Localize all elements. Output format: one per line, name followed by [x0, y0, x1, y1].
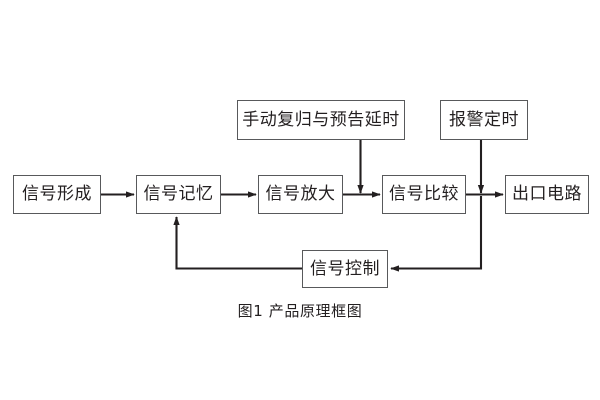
node-signal-memory[interactable]: 信号记忆 [136, 175, 221, 214]
node-alarm-timer[interactable]: 报警定时 [440, 100, 528, 140]
node-signal-compare[interactable]: 信号比较 [382, 175, 466, 214]
node-manual-reset-label: 手动复归与预告延时 [242, 109, 400, 130]
node-signal-formation-label: 信号形成 [22, 184, 92, 204]
edge-control-to-memory [173, 216, 302, 270]
node-manual-reset[interactable]: 手动复归与预告延时 [237, 100, 405, 140]
node-signal-amplify[interactable]: 信号放大 [258, 175, 343, 214]
node-output-circuit[interactable]: 出口电路 [505, 175, 589, 214]
node-signal-compare-label: 信号比较 [389, 184, 459, 204]
node-signal-control-label: 信号控制 [310, 258, 380, 279]
node-signal-amplify-label: 信号放大 [265, 184, 336, 204]
figure-caption: 图1 产品原理框图 [237, 302, 363, 320]
node-signal-formation[interactable]: 信号形成 [13, 175, 101, 214]
node-signal-control[interactable]: 信号控制 [302, 250, 388, 288]
node-output-circuit-label: 出口电路 [512, 184, 582, 204]
node-alarm-timer-label: 报警定时 [449, 109, 519, 130]
node-signal-memory-label: 信号记忆 [143, 184, 214, 204]
